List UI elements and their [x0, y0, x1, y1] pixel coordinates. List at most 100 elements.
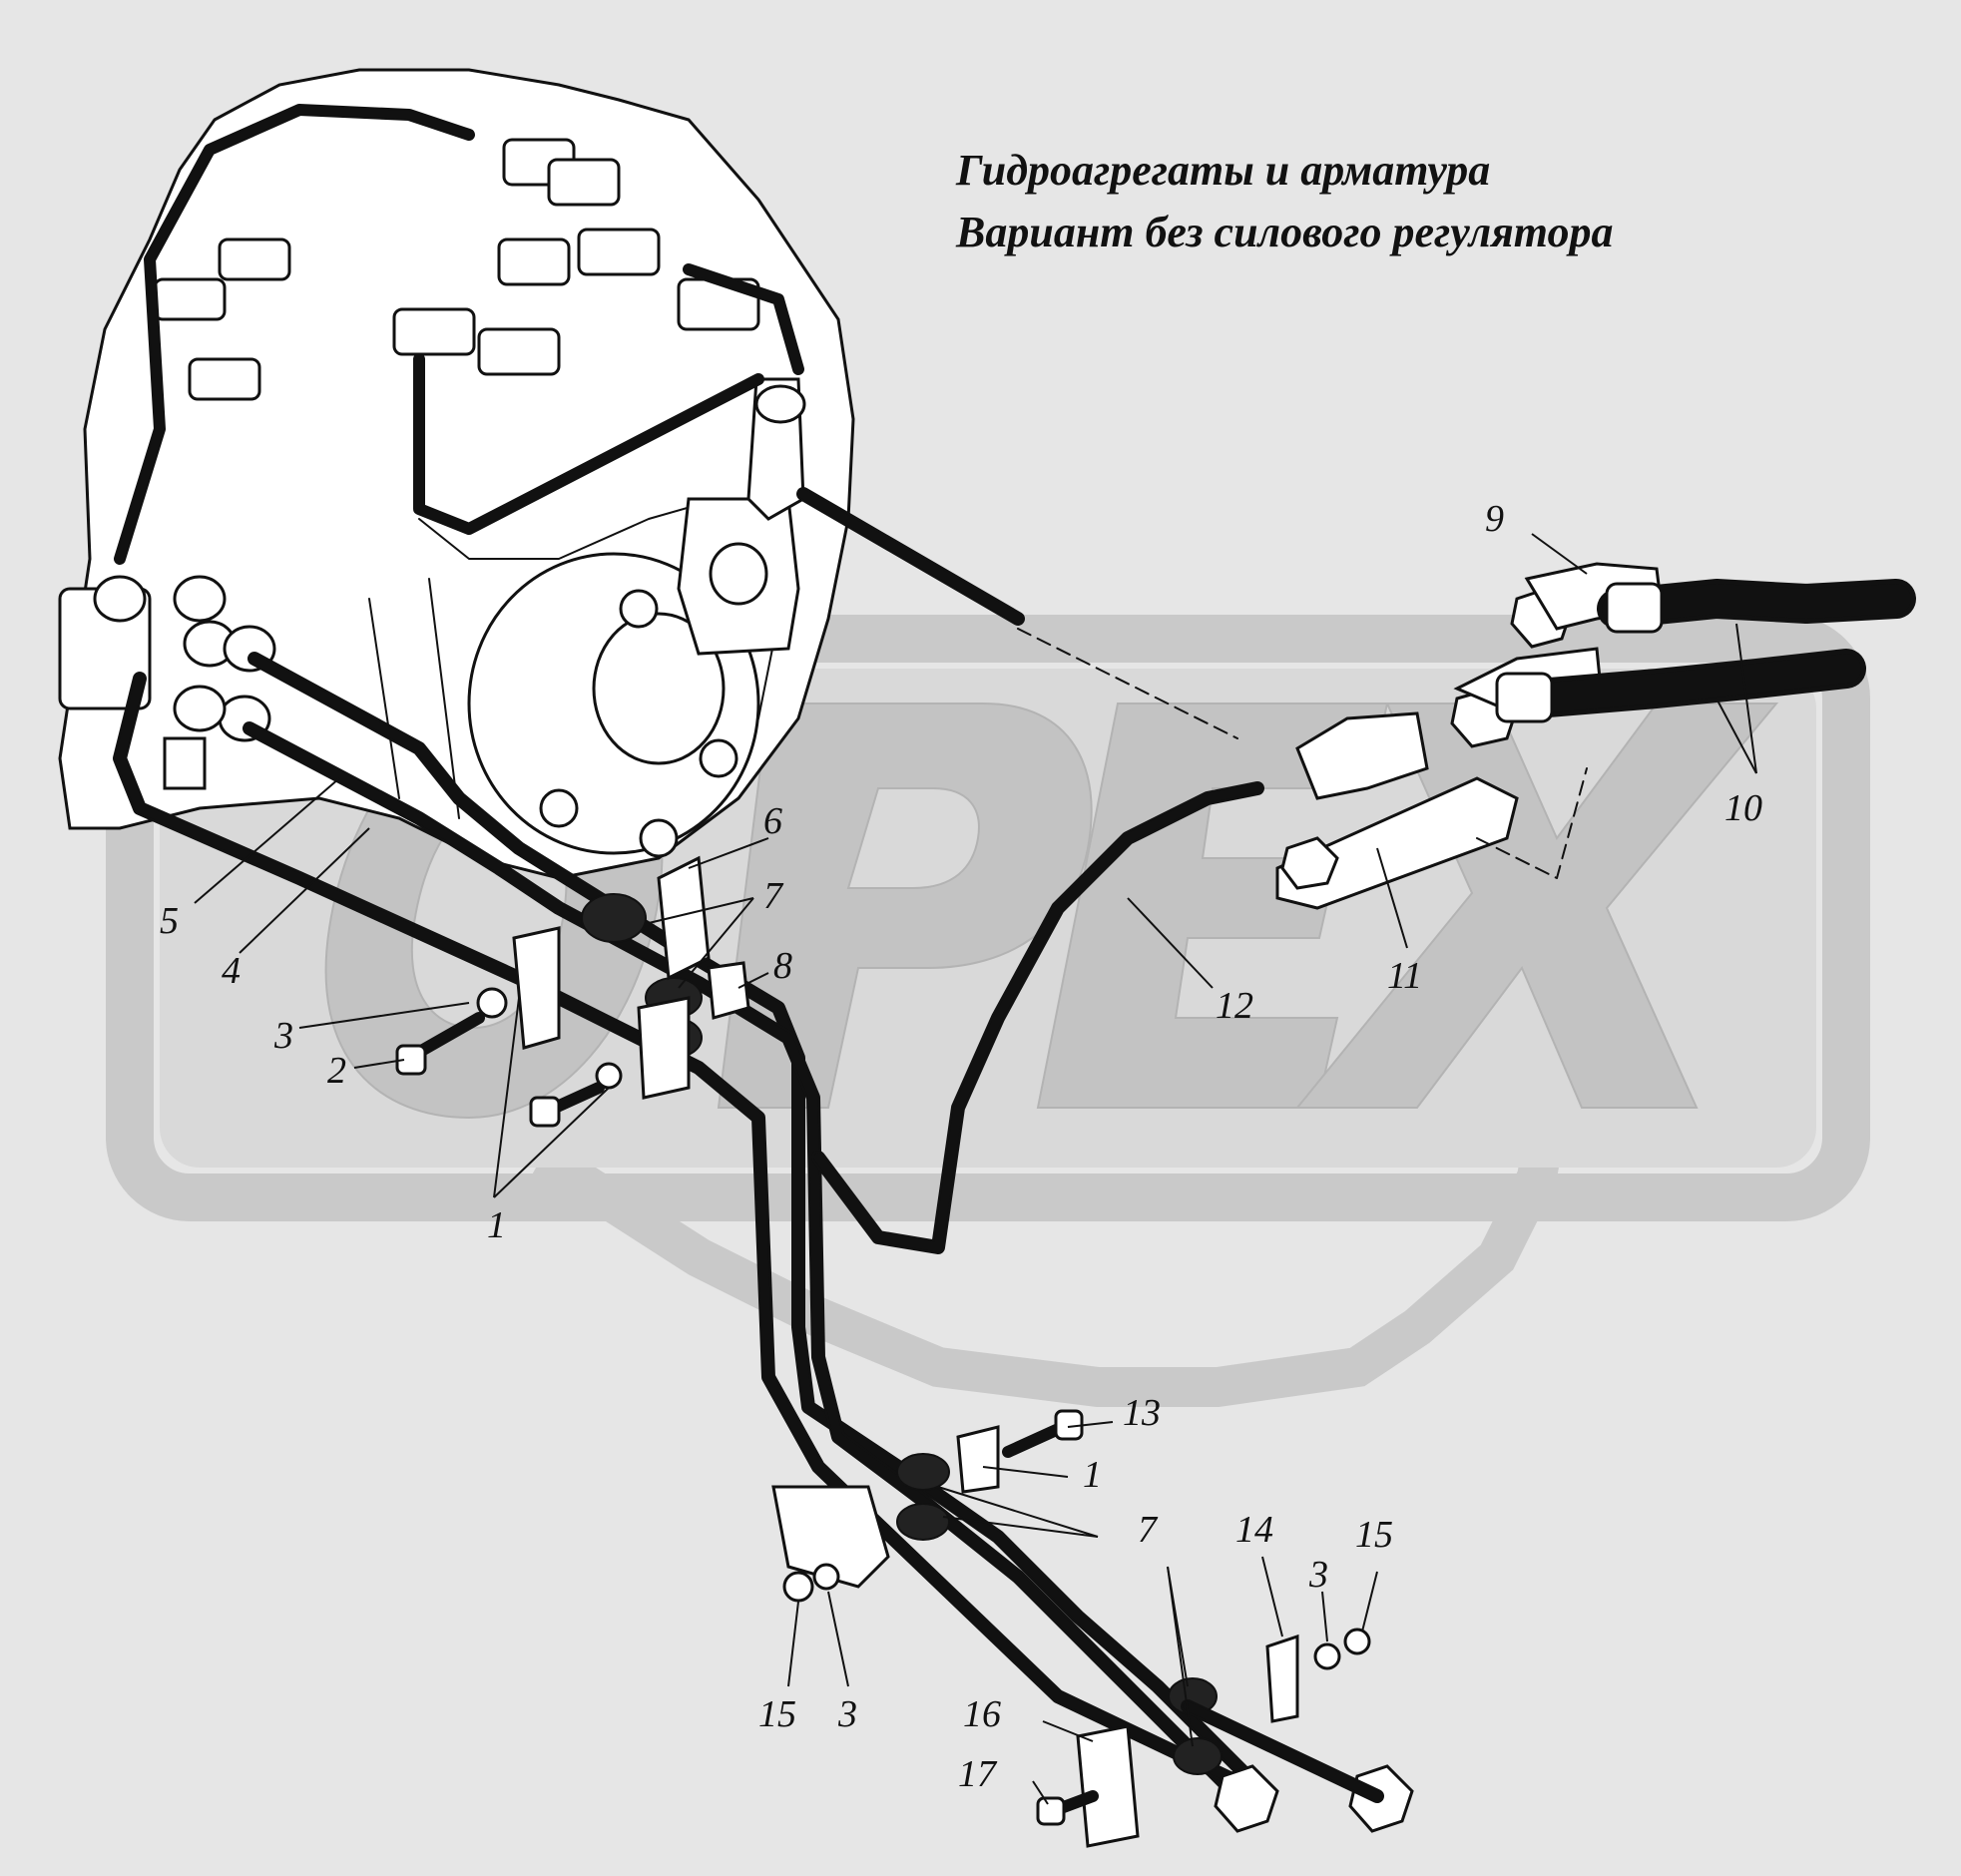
dashed-connection	[1476, 767, 1588, 879]
fitting-nut	[173, 575, 227, 623]
leader-line	[942, 1516, 1099, 1538]
leader-line	[648, 897, 754, 924]
washer-3	[812, 1563, 840, 1591]
callout-14: 14	[1235, 1509, 1273, 1551]
elbow-fitting	[1295, 711, 1429, 800]
leader-line	[1735, 623, 1757, 774]
flange-bolt	[539, 788, 579, 828]
bolt-13	[1002, 1409, 1084, 1458]
upper-bolt	[577, 228, 661, 276]
callout-9: 9	[1485, 498, 1504, 540]
clamps	[512, 855, 1299, 1848]
leader-line	[1716, 698, 1757, 774]
support-plate	[771, 1485, 890, 1589]
bracket-16	[1076, 1724, 1140, 1848]
hose-ferrule	[1605, 582, 1664, 634]
callout-5: 5	[160, 900, 179, 942]
upper-bolt	[218, 237, 291, 281]
callout-7: 7	[763, 875, 784, 917]
plate-11-bolt	[1280, 836, 1339, 890]
flange-bolt	[639, 818, 679, 858]
pump-outlet-pipe-inner	[798, 489, 1023, 624]
callout-11: 11	[1387, 955, 1422, 997]
leader-line	[937, 1486, 1099, 1538]
callout-1: 1	[487, 1204, 506, 1246]
pump-flange-center	[592, 612, 726, 765]
washer-3	[1313, 1642, 1341, 1670]
leader-line	[1361, 1571, 1378, 1633]
fitting-nut	[173, 685, 227, 732]
clamp-7	[896, 1503, 950, 1541]
callout-17: 17	[958, 1753, 998, 1795]
leader-line	[1032, 1780, 1049, 1805]
hose-10-highlight	[1522, 654, 1861, 713]
leader-line	[827, 1591, 849, 1687]
callout-15: 15	[758, 1693, 796, 1735]
leader-line	[1376, 847, 1408, 949]
callout-16: 16	[963, 1693, 1001, 1735]
upper-bolt	[547, 158, 621, 207]
callout-15: 15	[1355, 1514, 1393, 1556]
pipe-5-inner	[249, 654, 1262, 1791]
leader-line	[787, 1601, 799, 1687]
pipe-lower-inner	[115, 674, 1272, 1801]
fitting-nut	[93, 575, 147, 623]
bracket-14	[1265, 1634, 1299, 1723]
plate-11	[1275, 776, 1519, 910]
fasteners	[395, 987, 1414, 1833]
bracket-8	[707, 961, 750, 1020]
main-pipes	[113, 487, 1274, 1803]
left-fittings	[58, 575, 276, 790]
bracket-6	[657, 855, 711, 981]
housing-pipe	[685, 265, 802, 373]
upper-bolt	[153, 277, 227, 321]
leader-lines	[194, 533, 1757, 1805]
bolt-17	[1036, 1790, 1099, 1826]
housing-pipe	[116, 106, 473, 563]
leader-line	[737, 972, 769, 989]
leader-line	[1321, 1591, 1328, 1642]
hose-ferrule	[1495, 672, 1554, 723]
callout-1: 1	[1083, 1454, 1102, 1496]
housing-rib	[368, 578, 460, 819]
clamp-7	[1173, 1737, 1223, 1775]
washer-3	[595, 1062, 623, 1090]
leader-line	[194, 777, 340, 904]
callout-7: 7	[1138, 1509, 1159, 1551]
mounting-plate-port	[709, 542, 768, 606]
callout-6: 6	[763, 800, 782, 842]
flange-bolt	[619, 589, 659, 629]
diagram-title-line-1: Гидроагрегаты и арматура	[956, 146, 1491, 195]
upper-bolt	[188, 357, 261, 401]
clamp-7	[581, 893, 647, 943]
hose-10-highlight	[1602, 584, 1911, 624]
leader-line	[678, 897, 754, 989]
bolt-2	[395, 1012, 485, 1076]
callout-8: 8	[773, 945, 792, 987]
leader-line	[688, 837, 769, 869]
top-elbow-nut	[754, 384, 806, 424]
leader-line	[1042, 1720, 1094, 1742]
gearbox-housing	[58, 68, 855, 880]
nut-15	[1343, 1628, 1371, 1655]
callout-3: 3	[1308, 1554, 1328, 1596]
callout-12: 12	[1216, 985, 1253, 1027]
pipe-end-nut	[1214, 1764, 1279, 1833]
pipe-12-inner	[813, 783, 1262, 1252]
callout-2: 2	[327, 1050, 346, 1092]
dashed-connection	[1017, 628, 1238, 739]
upper-bolt	[497, 237, 571, 286]
callout-13: 13	[1123, 1392, 1161, 1434]
leader-line	[1531, 533, 1588, 575]
leader-line	[982, 1466, 1069, 1478]
upper-bolts	[153, 138, 760, 401]
watermark-letter-x	[1294, 703, 1779, 1109]
right-assembly	[1275, 562, 1916, 910]
watermark-letter-p	[717, 703, 1093, 1109]
callout-4: 4	[222, 950, 241, 992]
bracket-1	[512, 926, 561, 1050]
housing-pipe	[415, 355, 762, 533]
nut-15	[782, 1571, 814, 1603]
bracket-1	[637, 996, 691, 1100]
